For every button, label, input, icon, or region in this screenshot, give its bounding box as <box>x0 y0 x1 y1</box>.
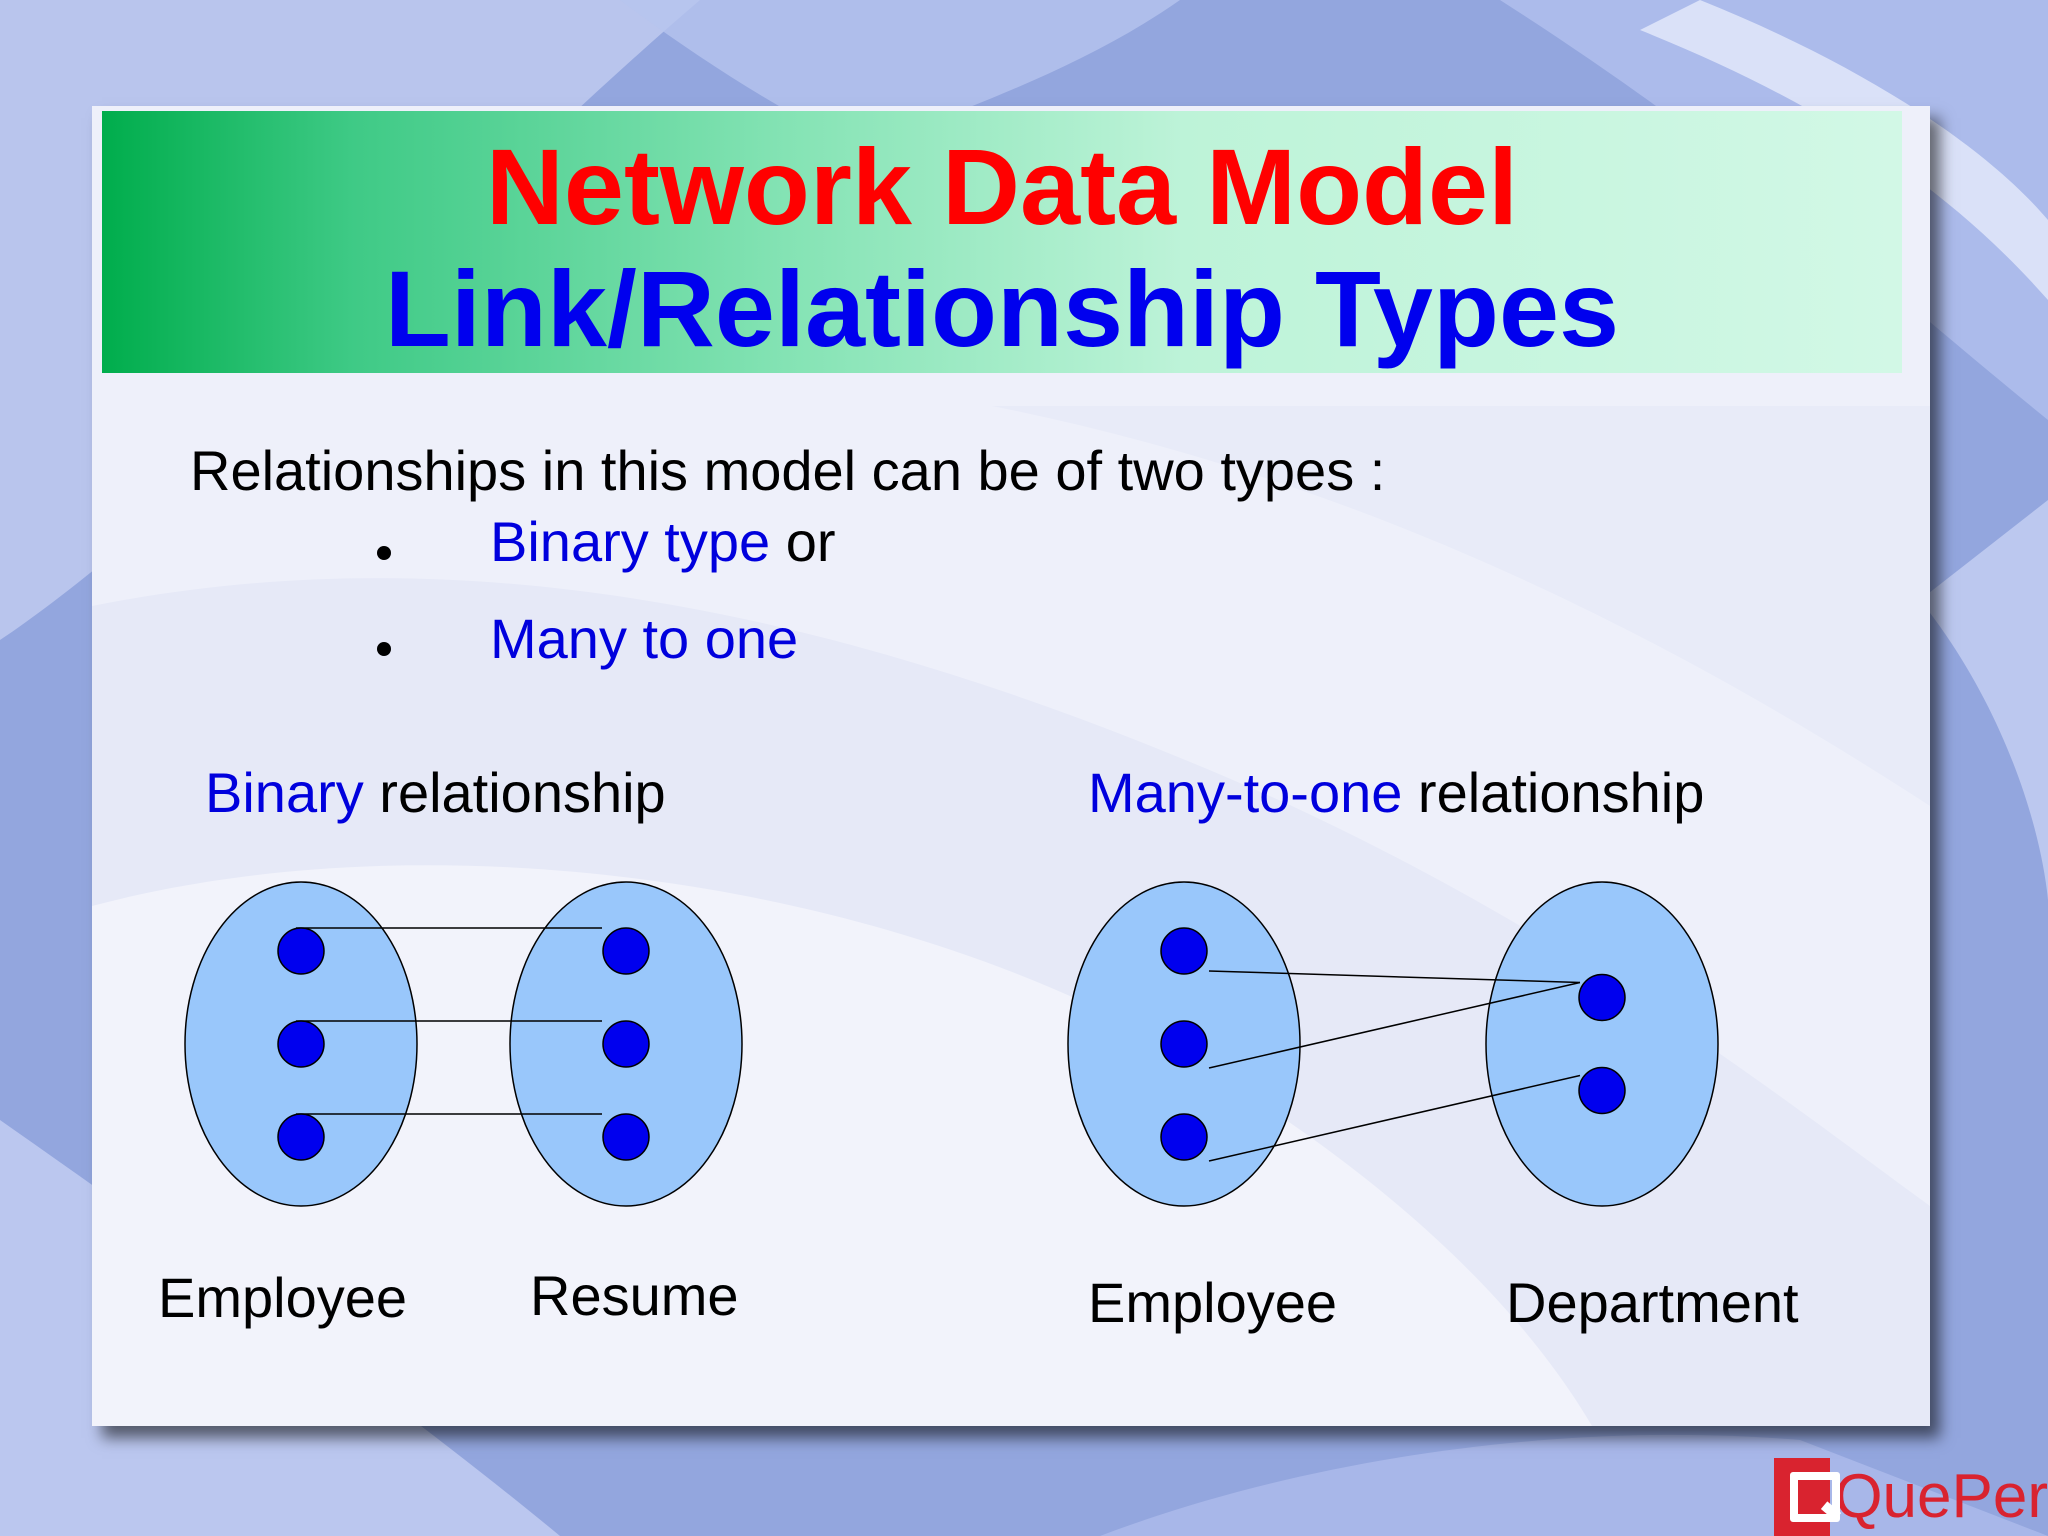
many-to-one-left-label: Employee <box>1088 1271 1338 1334</box>
bullet-dot <box>377 546 391 560</box>
many-to-one-right-node <box>1578 973 1626 1022</box>
queper-logo: QuePer <box>1774 1458 2048 1536</box>
bullet-item-many-to-one: Many to one <box>490 611 798 667</box>
binary-left-label: Employee <box>158 1266 408 1329</box>
many-to-one-left-node <box>1160 927 1208 975</box>
logo-mark-icon <box>1774 1458 1842 1536</box>
binary-left-node <box>277 1020 325 1068</box>
binary-left-node <box>277 927 325 975</box>
many-to-one-right-set <box>1485 881 1719 1207</box>
intro-text: Relationships in this model can be of tw… <box>190 439 1386 502</box>
slide-title: Network Data Model <box>485 126 1519 247</box>
binary-right-node <box>602 1020 650 1068</box>
binary-heading: Binary relationship <box>205 765 666 821</box>
many-to-one-right-node <box>1578 1066 1626 1115</box>
many-to-one-link <box>1208 1074 1581 1162</box>
logo-text: QuePer <box>1834 1462 2048 1531</box>
slide-panel: Network Data Model Link/Relationship Typ… <box>92 106 1930 1426</box>
many-to-one-right-label: Department <box>1506 1271 1799 1334</box>
binary-right-label: Resume <box>530 1264 739 1327</box>
many-to-one-left-node <box>1160 1113 1208 1161</box>
bullet-dot <box>377 642 391 656</box>
many-to-one-left-node <box>1160 1020 1208 1068</box>
bullet-highlight: Many to one <box>490 607 799 670</box>
bullet-rest: or <box>770 510 836 573</box>
many-to-one-heading-highlight: Many-to-one <box>1088 761 1403 824</box>
many-to-one-heading: Many-to-one relationship <box>1088 765 1704 821</box>
slide-subtitle: Link/Relationship Types <box>384 248 1620 369</box>
binary-heading-highlight: Binary <box>205 761 364 824</box>
bullet-item-binary: Binary type or <box>490 514 836 570</box>
many-to-one-link <box>1208 970 1581 984</box>
binary-heading-rest: relationship <box>363 761 666 824</box>
bullet-highlight: Binary type <box>490 510 771 573</box>
binary-right-node <box>602 1113 650 1161</box>
many-to-one-heading-rest: relationship <box>1402 761 1705 824</box>
many-to-one-link <box>1208 981 1581 1069</box>
binary-left-node <box>277 1113 325 1161</box>
title-band: Network Data Model Link/Relationship Typ… <box>102 111 1902 373</box>
binary-right-node <box>602 927 650 975</box>
